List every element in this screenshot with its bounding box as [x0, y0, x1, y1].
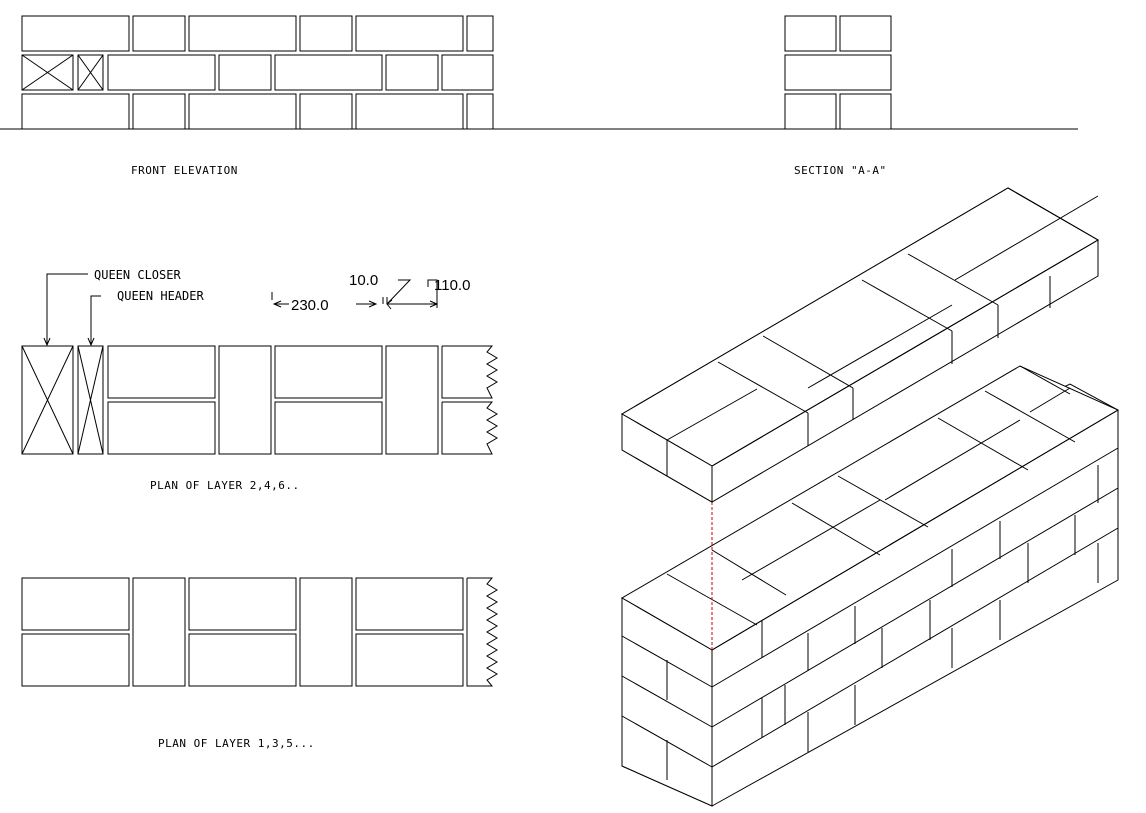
section-aa	[784, 15, 892, 130]
brick	[188, 15, 297, 52]
brick	[21, 93, 130, 130]
isometric-view	[621, 187, 1120, 807]
plan-even-layers	[21, 345, 498, 455]
brick	[299, 93, 353, 130]
brick	[299, 15, 353, 52]
queen-closer-annotation: QUEEN CLOSER	[94, 268, 181, 282]
dimension-lines	[271, 279, 439, 310]
plan-even-label: PLAN OF LAYER 2,4,6..	[150, 479, 300, 492]
queen-header-leader	[87, 295, 101, 347]
queen-closer	[21, 345, 74, 455]
brick	[21, 15, 130, 52]
plan-odd-layers	[21, 577, 498, 687]
dimension-brick-length: 230.0	[291, 297, 329, 314]
brick	[107, 54, 216, 91]
dimension-brick-width: 110.0	[434, 277, 470, 294]
brick	[385, 54, 439, 91]
brick	[132, 93, 186, 130]
brick	[466, 15, 494, 52]
dimension-joint: 10.0	[349, 272, 378, 289]
queen-header-annotation: QUEEN HEADER	[117, 289, 204, 303]
queen-header	[77, 345, 104, 455]
queen-header-elevation	[77, 54, 104, 91]
brick	[132, 15, 186, 52]
brick	[441, 54, 494, 91]
queen-closer-leader	[43, 273, 88, 347]
section-aa-label: SECTION "A-A"	[794, 164, 887, 177]
brick	[218, 54, 272, 91]
brick	[355, 93, 464, 130]
brick	[355, 15, 464, 52]
brick	[274, 54, 383, 91]
queen-closer-elevation	[21, 54, 74, 91]
brick	[188, 93, 297, 130]
front-elevation	[0, 15, 1078, 130]
front-elevation-label: FRONT ELEVATION	[131, 164, 238, 177]
plan-odd-label: PLAN OF LAYER 1,3,5...	[158, 737, 315, 750]
brick	[466, 93, 494, 130]
